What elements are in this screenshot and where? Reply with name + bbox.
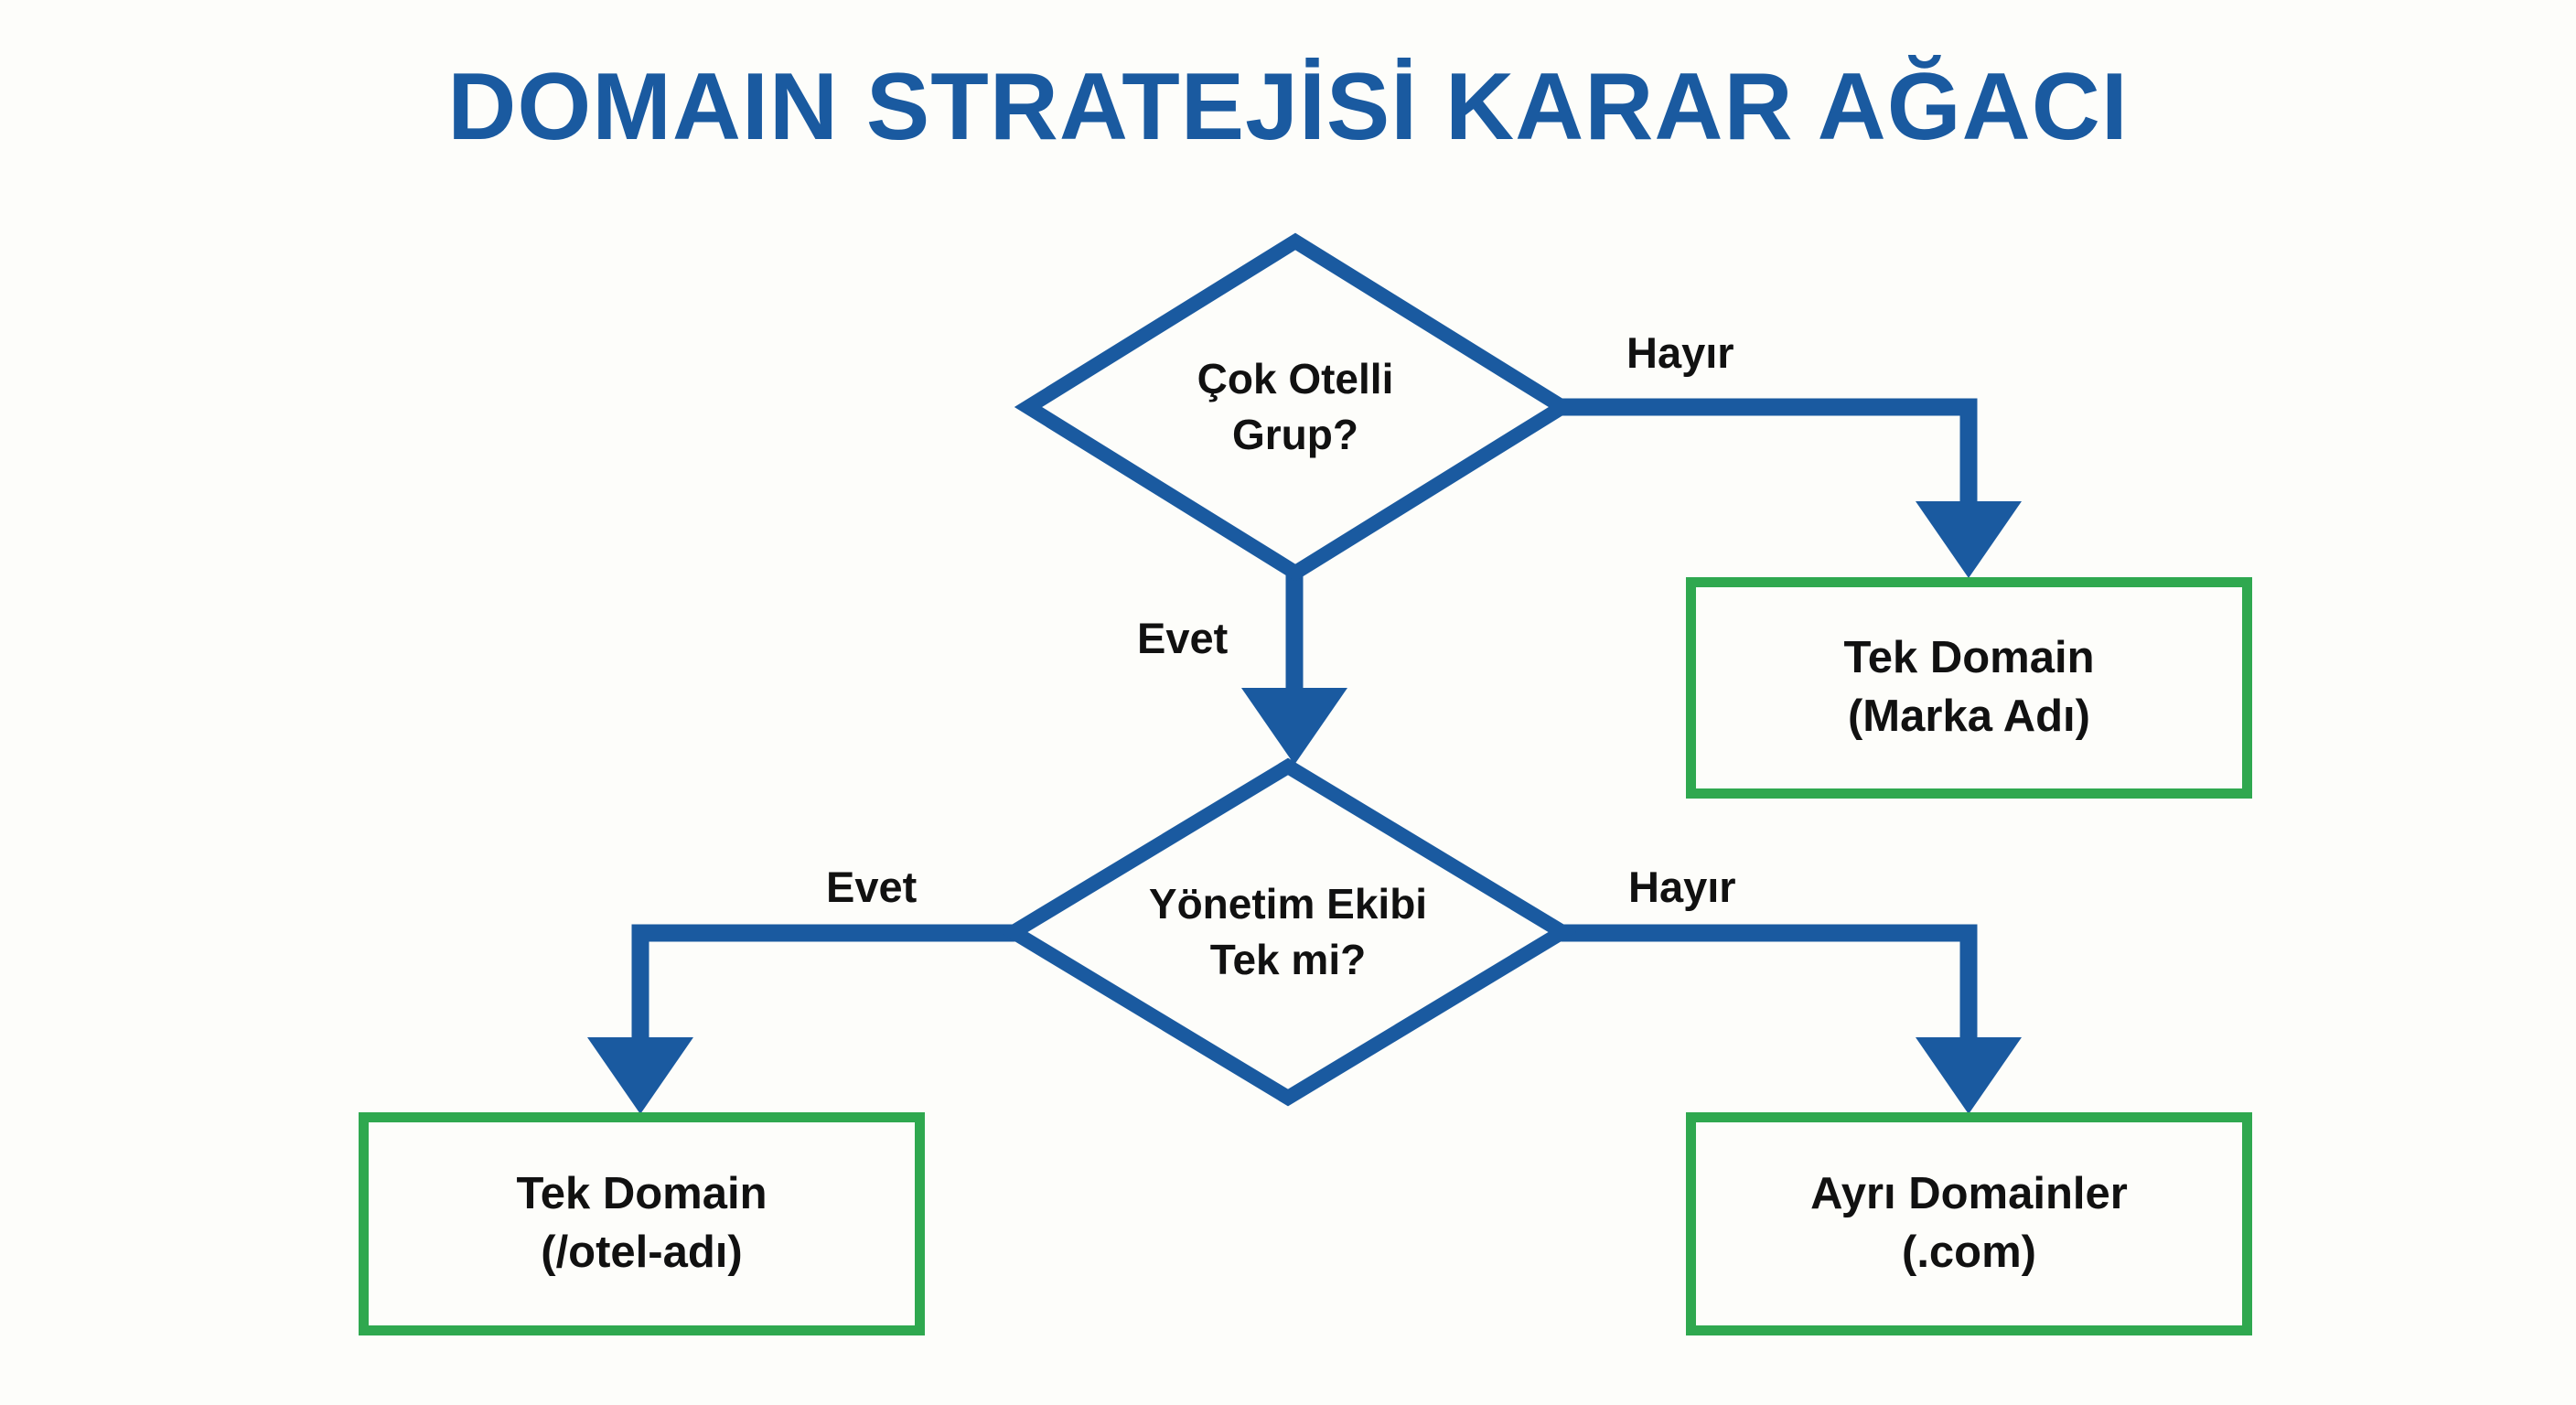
outcome-1-line-2: (Marka Adı) [1847, 692, 2090, 741]
outcome-box-ayri-domainler-com[interactable]: Ayrı Domainler (.com) [1686, 1112, 2252, 1335]
outcome-2-line-2: (/otel-adı) [541, 1228, 743, 1277]
edge-label-decision1-yes: Evet [1137, 614, 1229, 662]
outcome-1-line-1: Tek Domain [1843, 633, 2095, 683]
edge-decision2-no [1561, 924, 2022, 1114]
edge-label-decision2-no: Hayır [1628, 863, 1736, 911]
decision-node-yonetim-ekibi-tek-mi[interactable]: Yönetim Ekibi Tek mi? [999, 757, 1577, 1107]
outcome-box-tek-domain-otel-adi[interactable]: Tek Domain (/otel-adı) [359, 1112, 925, 1335]
outcome-box-tek-domain-marka-adi[interactable]: Tek Domain (Marka Adı) [1686, 577, 2252, 799]
edge-decision1-yes [1241, 571, 1347, 765]
edge-decision2-yes [587, 924, 1015, 1114]
diamond-shape-2 [999, 757, 1577, 1107]
outcome-2-line-1: Tek Domain [516, 1169, 767, 1219]
page-title: DOMAIN STRATEJİSİ KARAR AĞACI [447, 54, 2129, 160]
diamond-shape-1 [1014, 232, 1577, 582]
edge-label-decision1-no: Hayır [1626, 328, 1734, 377]
decision-node-cok-otelli-grup[interactable]: Çok Otelli Grup? [1014, 232, 1577, 582]
edge-decision1-no [1560, 398, 2022, 578]
outcome-3-line-1: Ayrı Domainler [1810, 1169, 2128, 1219]
edge-label-decision2-yes: Evet [826, 863, 918, 911]
outcome-3-line-2: (.com) [1902, 1228, 2036, 1277]
